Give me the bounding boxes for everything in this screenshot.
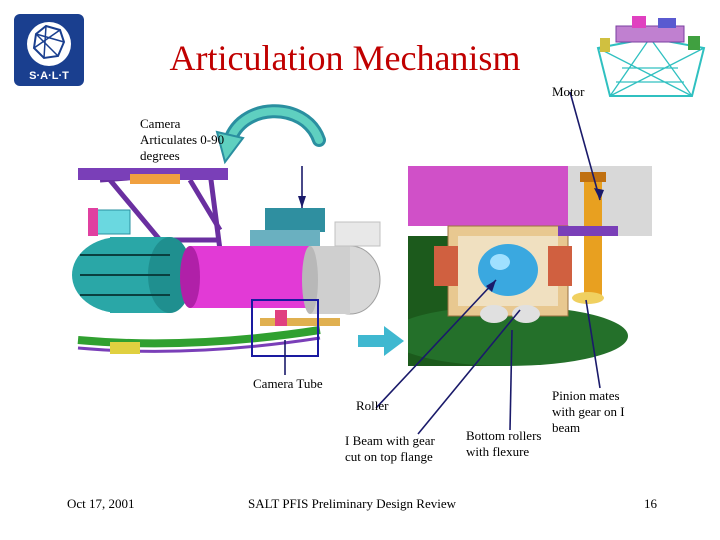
articulation-arrow-icon	[215, 104, 326, 165]
roller-label: Roller	[356, 398, 389, 413]
page-number: 16	[644, 496, 657, 511]
pinion-label: Pinion mates with gear on I beam	[552, 388, 625, 435]
roller-pointer-line	[375, 279, 497, 409]
ibeam-label: I Beam with gear cut on top flange	[345, 433, 435, 464]
camera-tube-label: Camera Tube	[253, 376, 323, 391]
telescope-thumbnail-image	[588, 8, 712, 104]
footer-title: SALT PFIS Preliminary Design Review	[248, 496, 457, 511]
motor-label: Motor	[552, 84, 585, 99]
pinion-pointer-line	[585, 299, 601, 389]
bottom-rollers-label: Bottom rollers with flexure	[466, 428, 542, 459]
ibeam-pointer-line	[417, 309, 521, 435]
slide-title: Articulation Mechanism	[169, 38, 521, 78]
bottom-rollers-pointer-line	[509, 329, 513, 431]
salt-logo-graphic	[14, 14, 84, 86]
camera-assembly-render	[72, 168, 381, 354]
footer-date: Oct 17, 2001	[67, 496, 135, 511]
roller-detail-render	[408, 166, 652, 366]
salt-logo-text: S·A·L·T	[29, 70, 69, 82]
right-arrow-icon	[358, 326, 404, 356]
salt-logo: S·A·L·T	[14, 14, 84, 86]
motor-pointer-line	[569, 91, 601, 201]
camera-articulates-label: Camera Articulates 0-90 degrees	[140, 116, 225, 163]
